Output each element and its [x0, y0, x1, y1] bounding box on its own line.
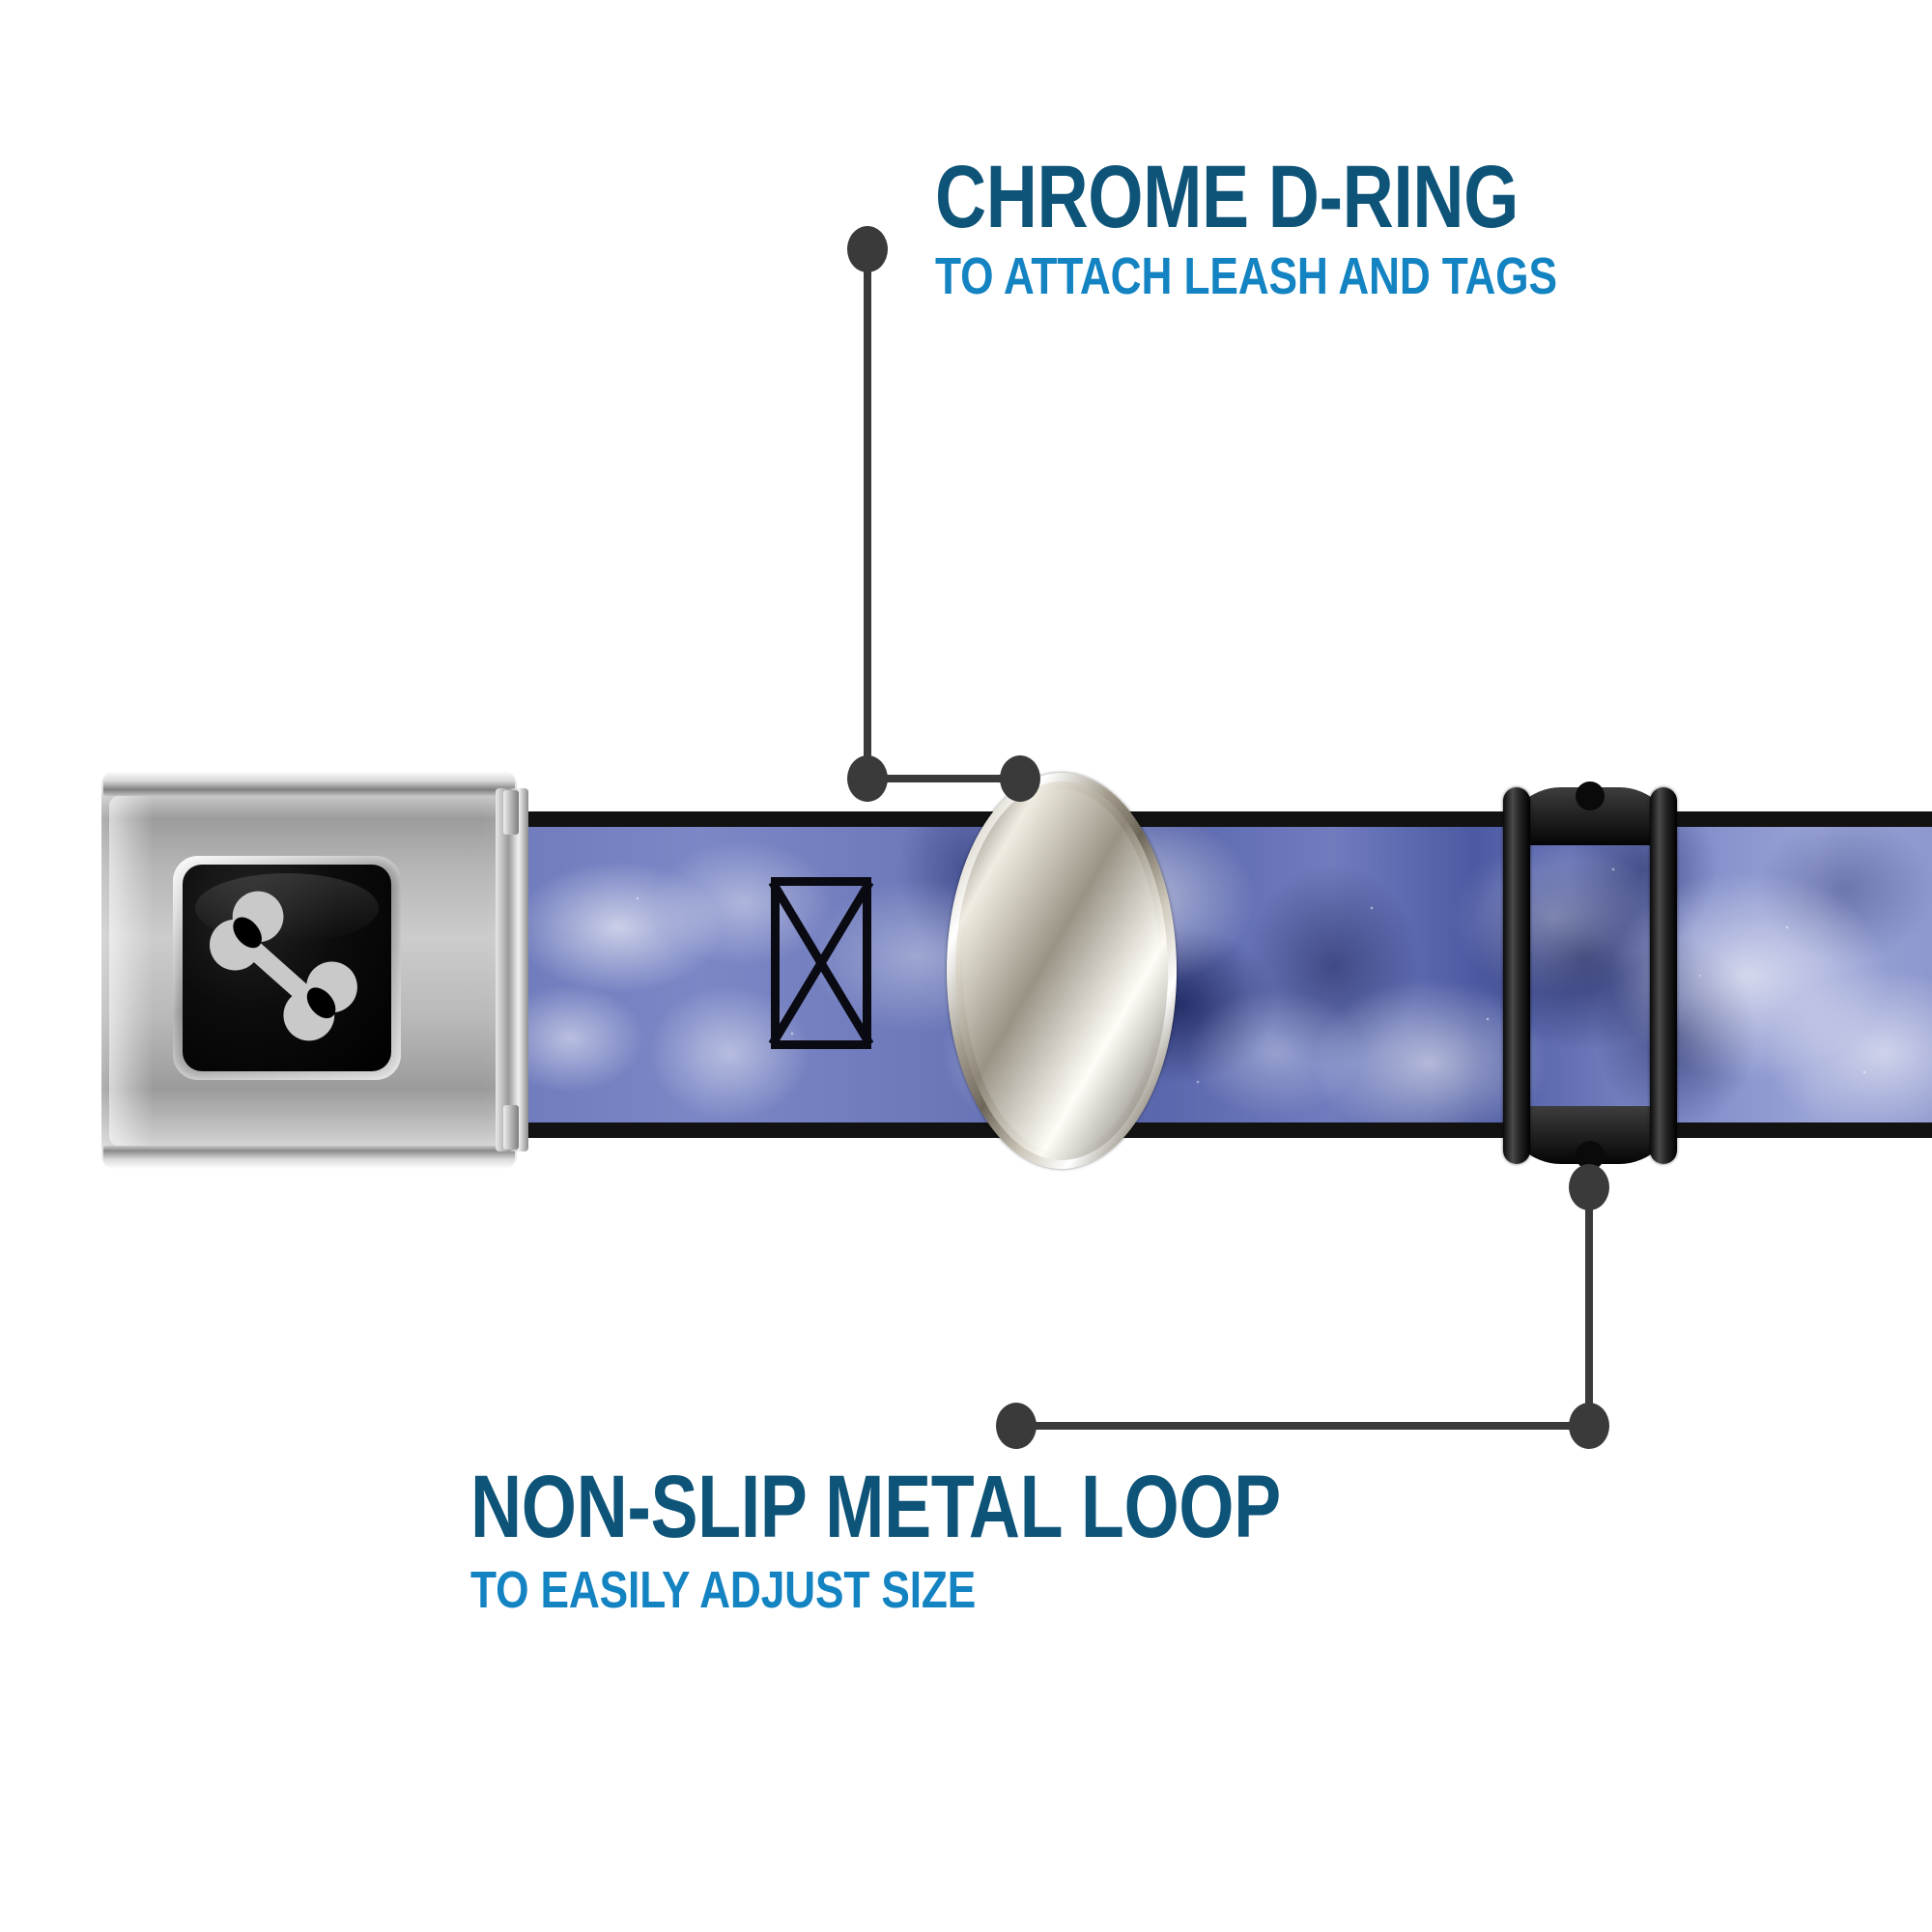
d-ring-inner: [955, 781, 1168, 1160]
loop-cap-bottom: [1503, 1106, 1677, 1164]
leader-dot-dring-target: [1000, 755, 1040, 802]
strap-edge-top: [502, 811, 1932, 827]
leader-dot-loop-end: [996, 1403, 1037, 1449]
callout-title-non-slip-metal-loop: NON-SLIP METAL LOOP: [470, 1458, 1281, 1556]
strap-black-tail: [406, 813, 541, 1136]
buckle-black-plate: [183, 865, 391, 1071]
buckle-plate-gloss: [194, 872, 380, 944]
buckle-latch-tab-top: [503, 790, 519, 835]
collar-strap: [502, 811, 1932, 1138]
buckle-bottom-edge: [103, 1146, 515, 1169]
d-ring-outer: [947, 773, 1177, 1169]
loop-bar-left: [1503, 787, 1530, 1164]
callout-subtitle-chrome-d-ring: TO ATTACH LEASH AND TAGS: [935, 246, 1557, 305]
box-x-stitch-left: [771, 877, 871, 1049]
callout-title-chrome-d-ring: CHROME D-RING: [935, 148, 1520, 246]
buckle-bezel: [173, 856, 401, 1080]
buckle-latch-tab-bottom: [503, 1105, 519, 1150]
box-x-stitch-right: [1010, 877, 1111, 1049]
strap-tail-texture: [406, 813, 541, 1136]
seatbelt-buckle: [101, 771, 528, 1169]
leader-line-loop-vertical: [1585, 1187, 1593, 1426]
buckle-top-edge: [103, 771, 515, 796]
callout-subtitle-non-slip-metal-loop: TO EASILY ADJUST SIZE: [470, 1560, 977, 1619]
buckle-highlight: [109, 796, 154, 1146]
buckle-latch: [496, 788, 528, 1151]
callout-non-slip-metal-loop: NON-SLIP METAL LOOP TO EASILY ADJUST SIZ…: [470, 1458, 1484, 1619]
loop-bar-right: [1650, 787, 1677, 1164]
leader-line-dring-horizontal: [867, 775, 1022, 782]
non-slip-metal-loop: [1503, 781, 1677, 1170]
dog-bone-icon: [210, 891, 357, 1041]
buckle-body: [101, 771, 517, 1169]
strap-speckle-texture: [502, 811, 1932, 1138]
callout-chrome-d-ring: CHROME D-RING TO ATTACH LEASH AND TAGS: [935, 148, 1693, 305]
leader-line-loop-horizontal: [1017, 1422, 1587, 1430]
strap-edge-bottom: [502, 1122, 1932, 1138]
chrome-d-ring: [947, 773, 1177, 1169]
loop-cap-top: [1503, 787, 1677, 845]
leader-line-dring-vertical: [864, 249, 871, 779]
loop-notch-top: [1576, 781, 1605, 810]
strap-watercolor-pattern: [502, 811, 1932, 1138]
